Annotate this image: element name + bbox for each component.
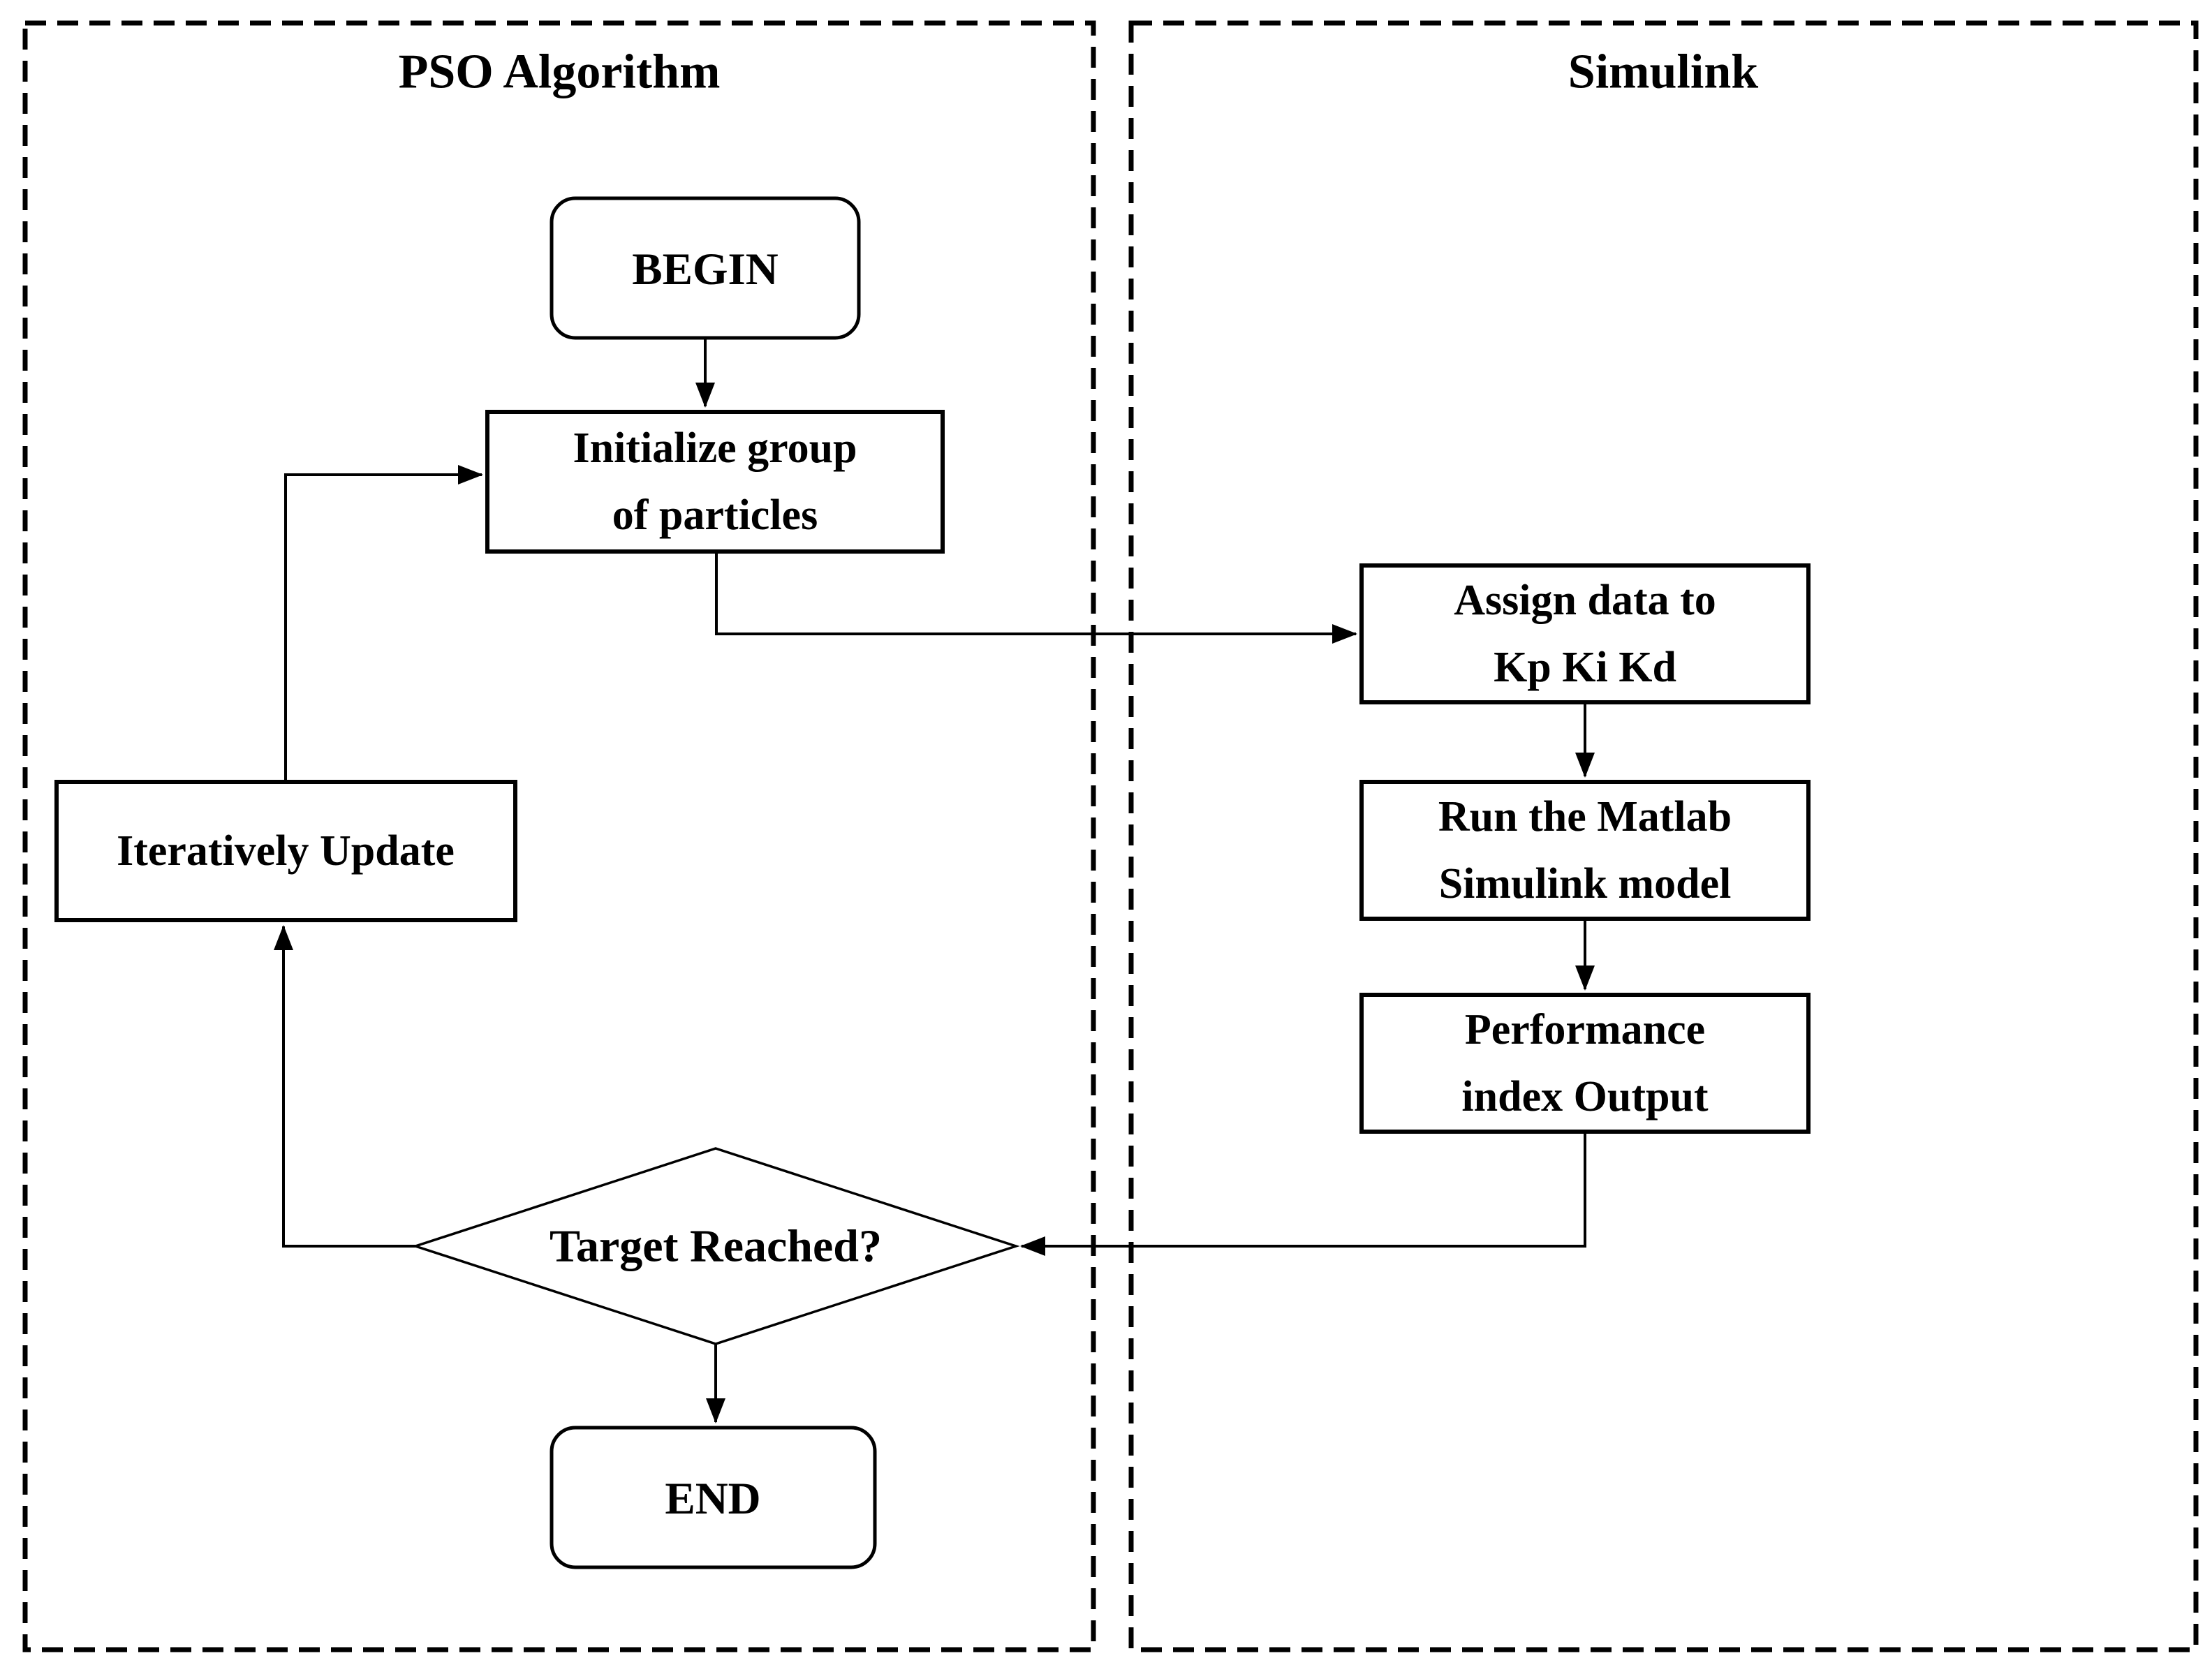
pso-panel-title: PSO Algorithm: [399, 45, 721, 99]
assign-label-line1: Assign data to: [1454, 577, 1716, 624]
node-run: Run the Matlab Simulink model: [1359, 780, 1811, 921]
end-label: END: [665, 1474, 760, 1524]
edge-decision-iterate: [274, 925, 415, 1248]
edge-performance-decision: [1020, 1132, 1586, 1256]
node-decision: Target Reached?: [411, 1147, 1020, 1345]
begin-label: BEGIN: [632, 244, 779, 295]
pso-panel-border: [22, 20, 1096, 1652]
node-performance: Performance index Output: [1359, 993, 1811, 1134]
run-label-line2: Simulink model: [1439, 860, 1732, 908]
performance-label-line2: index Output: [1461, 1073, 1709, 1120]
node-iterate: Iteratively Update: [54, 780, 517, 922]
simulink-panel-title: Simulink: [1568, 45, 1758, 99]
initialize-label-line2: of particles: [612, 491, 818, 539]
edge-iterate-initialize: [284, 465, 483, 782]
simulink-panel-border: [1128, 20, 2199, 1652]
decision-shape: [411, 1147, 1020, 1345]
edge-initialize-assign: [715, 552, 1357, 644]
initialize-shape: [485, 410, 945, 554]
iterate-label: Iteratively Update: [117, 827, 455, 875]
node-assign: Assign data to Kp Ki Kd: [1359, 563, 1811, 704]
node-initialize: Initialize group of particles: [485, 410, 945, 554]
assign-label-line2: Kp Ki Kd: [1494, 644, 1676, 691]
begin-shape: [550, 196, 861, 340]
run-label-line1: Run the Matlab: [1438, 793, 1732, 841]
initialize-label-line1: Initialize group: [573, 424, 857, 472]
node-begin: BEGIN: [550, 196, 861, 340]
performance-shape: [1359, 993, 1811, 1134]
iterate-shape: [54, 780, 517, 922]
decision-label: Target Reached?: [550, 1221, 882, 1272]
node-end: END: [550, 1426, 877, 1569]
run-shape: [1359, 780, 1811, 921]
end-shape: [550, 1426, 877, 1569]
assign-shape: [1359, 563, 1811, 704]
performance-label-line1: Performance: [1465, 1006, 1705, 1053]
